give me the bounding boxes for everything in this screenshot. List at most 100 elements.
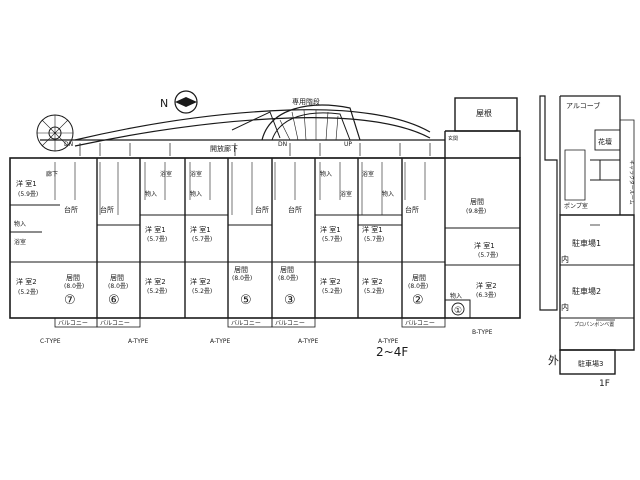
svg-text:洋 室1: 洋 室1 <box>320 225 341 234</box>
svg-text:(6.3畳): (6.3畳) <box>476 292 496 299</box>
svg-text:バルコニー: バルコニー <box>100 320 130 327</box>
svg-text:物入: 物入 <box>450 292 462 300</box>
svg-text:洋 室1: 洋 室1 <box>362 225 383 234</box>
floor-label-side: 1F <box>599 379 610 389</box>
svg-text:(5.2畳): (5.2畳) <box>364 288 384 295</box>
svg-text:洋 室1: 洋 室1 <box>145 225 166 234</box>
parking2-label: 駐車場2 <box>572 286 601 296</box>
svg-text:物入: 物入 <box>190 190 202 198</box>
svg-text:浴室: 浴室 <box>160 170 172 178</box>
type-a-2: A-TYPE <box>210 338 231 345</box>
svg-text:(8.0畳): (8.0畳) <box>232 275 252 282</box>
svg-text:バルコニー: バルコニー <box>275 320 305 327</box>
svg-text:台所: 台所 <box>100 205 114 214</box>
unit-number-2: ② <box>412 293 424 308</box>
unit-2: 洋 室1 (5.7畳) 洋 室2 (5.2畳) 台所 居間 (8.0畳) 浴室 … <box>362 170 428 308</box>
svg-text:物入: 物入 <box>14 220 26 228</box>
svg-text:玄関: 玄関 <box>448 135 458 142</box>
svg-text:物入: 物入 <box>145 190 157 198</box>
svg-text:物入: 物入 <box>382 190 394 198</box>
type-c: C-TYPE <box>40 338 61 345</box>
spiral-stair <box>36 114 74 152</box>
svg-text:物入: 物入 <box>320 170 332 178</box>
stair-label: 専用階段 <box>292 97 320 106</box>
svg-text:(9.8畳): (9.8畳) <box>466 208 486 215</box>
svg-text:(5.7畳): (5.7畳) <box>322 236 342 243</box>
type-a-1: A-TYPE <box>128 338 149 345</box>
unit-6: 台所 居間 (8.0畳) ⑥ <box>100 205 128 308</box>
svg-text:(8.0畳): (8.0畳) <box>64 283 84 290</box>
inner-label-2: 内 <box>561 302 569 312</box>
svg-text:浴室: 浴室 <box>362 170 374 178</box>
compass: N <box>160 90 198 114</box>
parking3-label: 駐車場3 <box>578 359 603 368</box>
ground-floor <box>539 95 635 375</box>
svg-text:洋 室1: 洋 室1 <box>16 179 37 188</box>
up-label: UP <box>344 141 352 148</box>
svg-text:(5.9畳): (5.9畳) <box>18 191 38 198</box>
svg-text:(5.7畳): (5.7畳) <box>364 236 384 243</box>
svg-text:浴室: 浴室 <box>340 190 352 198</box>
roof-label: 屋根 <box>476 108 492 118</box>
svg-text:台所: 台所 <box>255 205 269 214</box>
svg-text:廊下: 廊下 <box>46 170 58 178</box>
svg-text:洋 室2: 洋 室2 <box>190 277 211 286</box>
svg-text:浴室: 浴室 <box>14 238 26 246</box>
unit-3: 台所 居間 (8.0畳) ③ 洋 室1 (5.7畳) 洋 室2 (5.2畳) 浴… <box>278 170 352 308</box>
corridor-walls <box>40 139 445 159</box>
svg-text:(5.7畳): (5.7畳) <box>478 252 498 259</box>
corridor-label: 開放廊下 <box>210 144 238 153</box>
svg-text:バルコニー: バルコニー <box>405 320 435 327</box>
unit-number-6: ⑥ <box>108 293 120 308</box>
unit-5: 台所 居間 (8.0畳) ⑤ <box>232 205 269 308</box>
svg-text:洋 室2: 洋 室2 <box>362 277 383 286</box>
slope-label: キャラクタールーム <box>628 160 635 205</box>
svg-text:(5.2畳): (5.2畳) <box>322 288 342 295</box>
svg-text:洋 室2: 洋 室2 <box>320 277 341 286</box>
svg-text:居間: 居間 <box>412 274 426 282</box>
unit-1: 居間 (9.8畳) 洋 室1 (5.7畳) 洋 室2 (6.3畳) 玄関 物入 … <box>448 135 498 316</box>
floor-label-main: 2~4F <box>376 345 408 359</box>
svg-text:台所: 台所 <box>288 205 302 214</box>
svg-text:洋 室1: 洋 室1 <box>474 241 495 250</box>
svg-text:居間: 居間 <box>234 266 248 274</box>
main-building <box>9 157 521 319</box>
parking1-label: 駐車場1 <box>572 238 601 248</box>
unit-number-7: ⑦ <box>64 293 76 308</box>
svg-text:バルコニー: バルコニー <box>58 320 88 327</box>
unit-a-left: 洋 室1 (5.7畳) 洋 室2 (5.2畳) 浴室 物入 洋 室1 (5.7畳… <box>145 170 212 295</box>
svg-text:洋 室2: 洋 室2 <box>16 277 37 286</box>
unit-number-3: ③ <box>284 293 296 308</box>
dn-label-left: DN <box>64 141 73 148</box>
svg-text:(8.0畳): (8.0畳) <box>408 283 428 290</box>
svg-text:(8.0畳): (8.0畳) <box>278 275 298 282</box>
pump-label: ポンプ室 <box>564 202 588 210</box>
type-b: B-TYPE <box>472 329 493 336</box>
unit-number-1: ① <box>454 306 462 316</box>
svg-text:居間: 居間 <box>110 274 124 282</box>
svg-text:居間: 居間 <box>470 198 484 206</box>
svg-text:居間: 居間 <box>280 266 294 274</box>
svg-text:(5.7畳): (5.7畳) <box>192 236 212 243</box>
outer-label: 外 <box>548 354 559 367</box>
svg-text:(5.7畳): (5.7畳) <box>147 236 167 243</box>
flowerbed-label: 花壇 <box>598 137 612 146</box>
svg-text:洋 室2: 洋 室2 <box>476 281 497 290</box>
north-arrow-icon <box>175 97 197 107</box>
dn-label-mid: DN <box>278 141 287 148</box>
svg-text:(5.2畳): (5.2畳) <box>147 288 167 295</box>
compass-label: N <box>160 97 168 110</box>
type-a-4: A-TYPE <box>378 338 399 345</box>
svg-text:洋 室1: 洋 室1 <box>190 225 211 234</box>
svg-text:洋 室2: 洋 室2 <box>145 277 166 286</box>
type-a-3: A-TYPE <box>298 338 319 345</box>
alcove-label: アルコーブ <box>566 101 600 110</box>
roof-band <box>74 104 431 147</box>
svg-text:台所: 台所 <box>64 205 78 214</box>
svg-text:バルコニー: バルコニー <box>231 320 261 327</box>
unit-7: 洋 室1 (5.9畳) 洋 室2 (5.2畳) 居間 (8.0畳) 台所 廊下 … <box>14 170 84 308</box>
balconies: バルコニー バルコニー バルコニー バルコニー バルコニー <box>54 317 446 328</box>
unit-number-5: ⑤ <box>240 293 252 308</box>
svg-text:浴室: 浴室 <box>190 170 202 178</box>
